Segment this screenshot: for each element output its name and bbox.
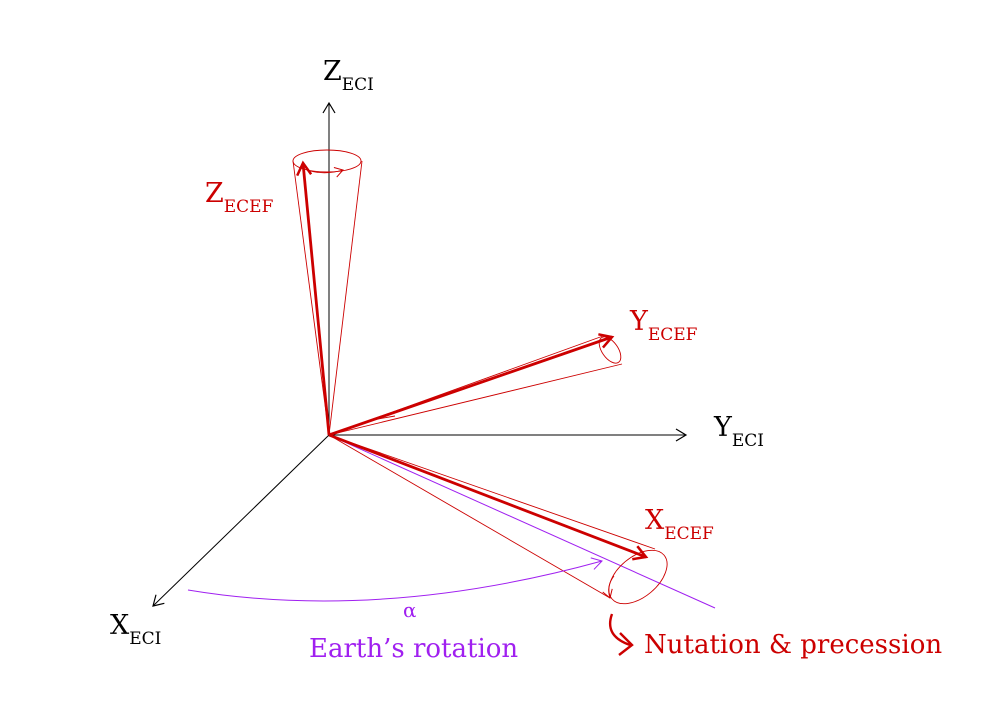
z-cone-arrow bbox=[309, 166, 344, 178]
y-cone-edge-lower bbox=[328, 363, 623, 436]
z-ecef-label: ZECEF bbox=[205, 178, 274, 217]
x-eci-axis bbox=[152, 434, 330, 607]
nutation-curved-arrow bbox=[608, 613, 631, 647]
x-ecef-axis bbox=[328, 433, 649, 561]
eci-axes bbox=[152, 101, 688, 607]
y-ecef-label: YECEF bbox=[629, 306, 698, 345]
z-eci-label: ZECI bbox=[323, 56, 374, 95]
alpha-label: α bbox=[403, 598, 417, 622]
x-eci-label: XECI bbox=[110, 610, 161, 649]
x-cone-edge-upper bbox=[328, 434, 656, 550]
x-cone-edge-lower bbox=[328, 434, 611, 599]
y-ecef-axis bbox=[328, 333, 615, 437]
z-cone-edge-left bbox=[292, 160, 330, 436]
earth-rotation-label: Earth’s rotation bbox=[309, 634, 518, 664]
z-cone-ellipse bbox=[292, 149, 362, 173]
rotated-x-line bbox=[328, 434, 716, 609]
z-ecef-axis bbox=[296, 160, 331, 436]
earth-rotation-arc bbox=[187, 557, 603, 602]
x-cone-ellipse bbox=[608, 549, 668, 605]
y-eci-label: YECI bbox=[713, 412, 764, 451]
x-ecef-label: XECEF bbox=[645, 505, 714, 544]
ecef-axes bbox=[296, 160, 649, 561]
nutation-precession-label: Nutation & precession bbox=[644, 630, 942, 660]
nutation-arrow-head bbox=[618, 632, 634, 656]
x-cone-arrow bbox=[602, 575, 615, 599]
z-cone-edge-right bbox=[328, 160, 363, 436]
